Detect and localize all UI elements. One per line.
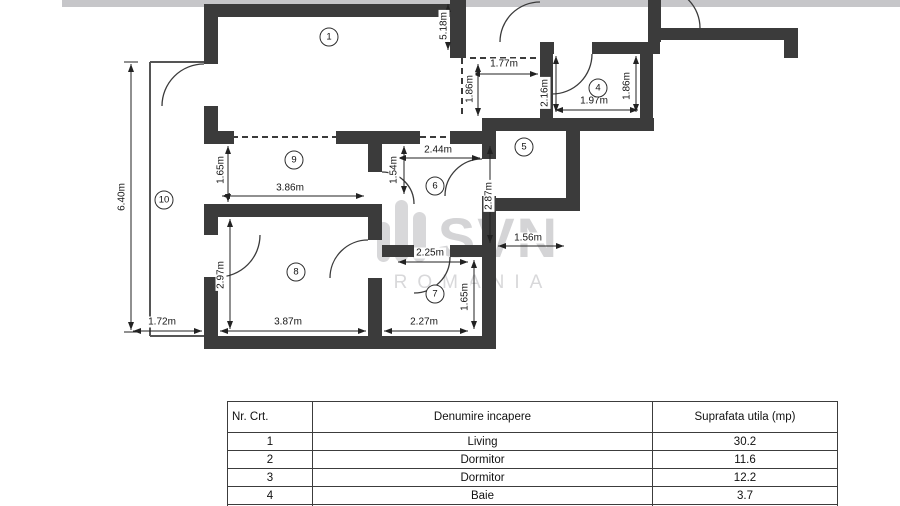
table-row: 2 Dormitor 11.6 — [227, 450, 838, 469]
dimension-label: 2.44m — [422, 144, 454, 156]
dimension-label: 1.86m — [621, 70, 633, 102]
dimension-label: 2.97m — [215, 259, 227, 291]
header-suprafata: Suprafata utila (mp) — [652, 401, 838, 433]
cell-area: 30.2 — [652, 432, 838, 451]
dimension-label: 1.54m — [388, 154, 400, 186]
cell-name: Living — [312, 432, 653, 451]
dimension-label: 1.77m — [488, 58, 520, 70]
dimension-label: 3.87m — [272, 316, 304, 328]
balcony-outline — [149, 61, 204, 337]
table-header-row: Nr. Crt. Denumire incapere Suprafata uti… — [227, 401, 838, 433]
room-label-5: 5 — [514, 137, 534, 157]
cell-name: Baie — [312, 486, 653, 505]
header-nr-crt: Nr. Crt. — [227, 401, 313, 433]
dimension-label: 1.65m — [215, 154, 227, 186]
dimension-label: 1.86m — [464, 73, 476, 105]
cell-name: Dormitor — [312, 450, 653, 469]
dimension-label: 1.56m — [512, 232, 544, 244]
room-label-4: 4 — [588, 78, 608, 98]
area-table: Nr. Crt. Denumire incapere Suprafata uti… — [227, 401, 838, 506]
dimension-label: 2.25m — [414, 247, 446, 259]
room-label-9: 9 — [284, 150, 304, 170]
walls — [204, 0, 798, 349]
header-denumire: Denumire incapere — [312, 401, 653, 433]
dimension-label: 5.18m — [438, 10, 450, 42]
dimension-label: 6.40m — [116, 181, 128, 213]
dimension-label: 2.27m — [408, 316, 440, 328]
scan-edge-strip — [62, 0, 900, 7]
room-label-8: 8 — [286, 262, 306, 282]
table-row: 3 Dormitor 12.2 — [227, 468, 838, 487]
room-label-1: 1 — [319, 27, 339, 47]
cell-name: Dormitor — [312, 468, 653, 487]
cell-nr: 4 — [227, 486, 313, 505]
dimension-label: 1.65m — [459, 281, 471, 313]
table-row: 4 Baie 3.7 — [227, 486, 838, 505]
floor-plan-drawing — [124, 0, 798, 349]
dimension-label: 1.72m — [146, 316, 178, 328]
table-row: 1 Living 30.2 — [227, 432, 838, 451]
cell-nr: 2 — [227, 450, 313, 469]
cell-area: 11.6 — [652, 450, 838, 469]
dimension-label: 1.97m — [578, 95, 610, 107]
dimension-label: 2.87m — [483, 180, 495, 212]
room-label-10: 10 — [154, 190, 174, 210]
dimension-label: 3.86m — [274, 182, 306, 194]
cell-area: 3.7 — [652, 486, 838, 505]
cell-area: 12.2 — [652, 468, 838, 487]
cell-nr: 3 — [227, 468, 313, 487]
cell-area — [652, 504, 838, 506]
room-label-7: 7 — [425, 284, 445, 304]
dimension-label: 2.16m — [539, 77, 551, 109]
cell-nr: 1 — [227, 432, 313, 451]
table-row-partial — [227, 504, 838, 506]
wall-opening-dashes — [232, 57, 540, 138]
room-label-6: 6 — [425, 176, 445, 196]
